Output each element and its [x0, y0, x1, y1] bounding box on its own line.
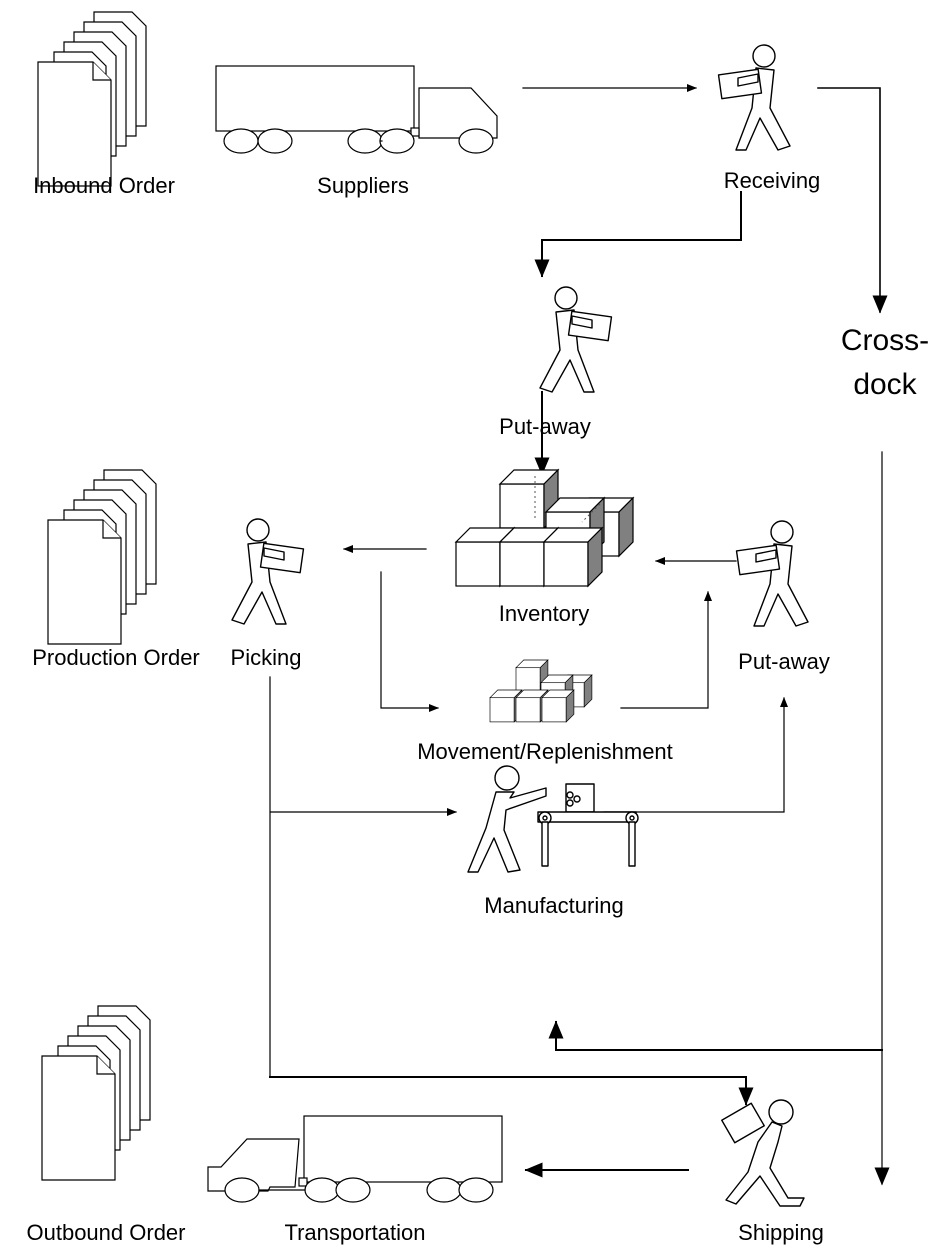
- label-picking: Picking: [231, 645, 302, 670]
- putaway-right-worker-icon: [735, 520, 809, 627]
- label-outbound-order: Outbound Order: [27, 1220, 186, 1245]
- picking-worker-icon: [231, 518, 305, 625]
- arrow-receiving-to-putaway: [534, 191, 742, 278]
- movement-boxes-icon: [489, 659, 593, 723]
- label-inbound-order: Inbound Order: [33, 173, 175, 198]
- arrow-manufacturing-to-putaway: [603, 697, 788, 813]
- production-order-documents-icon: [47, 469, 157, 645]
- label-movement-replenishment: Movement/Replenishment: [417, 739, 673, 764]
- arrow-inventory-to-movement: [380, 571, 439, 712]
- shipping-worker-icon: [721, 1099, 805, 1207]
- inventory-boxes-icon: [455, 469, 634, 587]
- arrow-receiving-to-crossdock: [817, 87, 888, 314]
- arrow-movement-to-putaway: [620, 591, 712, 709]
- putaway-worker-icon: [539, 286, 613, 393]
- label-crossdock-line1: Cross-: [841, 324, 929, 357]
- arrow-picking-to-manufacturing: [269, 676, 456, 1078]
- label-shipping: Shipping: [738, 1220, 824, 1245]
- arrow-crossdock-to-manufacturing: [548, 1020, 883, 1051]
- label-transportation: Transportation: [284, 1220, 425, 1245]
- label-putaway-top: Put-away: [499, 414, 591, 439]
- outbound-order-documents-icon: [41, 1005, 151, 1181]
- label-inventory: Inventory: [499, 601, 590, 626]
- receiving-worker-icon: [717, 44, 791, 151]
- label-production-order: Production Order: [32, 645, 200, 670]
- label-crossdock-line2: dock: [853, 368, 917, 401]
- supplier-truck-icon: [215, 65, 498, 154]
- label-manufacturing: Manufacturing: [484, 893, 623, 918]
- manufacturing-icon: [467, 765, 639, 873]
- transportation-truck-icon: [207, 1115, 503, 1203]
- flow-arrows: [269, 84, 890, 1186]
- inbound-order-documents-icon: [37, 11, 147, 187]
- label-suppliers: Suppliers: [317, 173, 409, 198]
- label-putaway-right: Put-away: [738, 649, 830, 674]
- label-receiving: Receiving: [724, 168, 821, 193]
- arrow-picking-to-shipping: [269, 1076, 754, 1106]
